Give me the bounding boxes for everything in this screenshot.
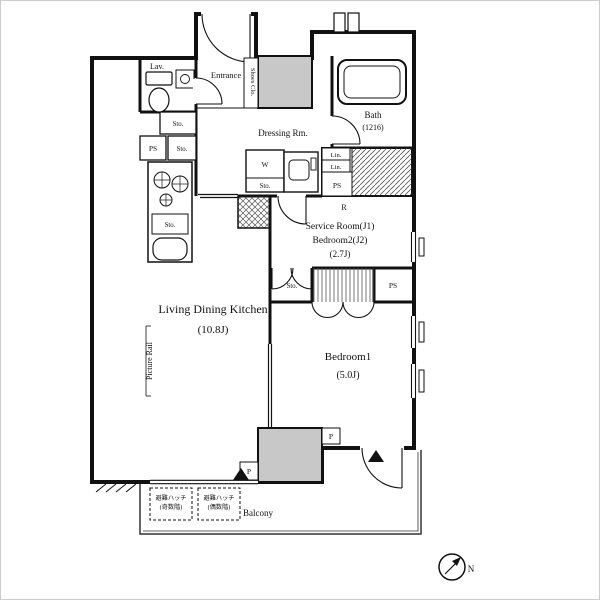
label-pipe-space: PS: [333, 181, 341, 190]
label-picture-rail: Picture Rail: [145, 341, 154, 380]
linen-block: [321, 147, 413, 197]
door-gaps: [150, 10, 418, 486]
bath-door: [331, 115, 361, 145]
label-linen: Lin.: [331, 152, 342, 159]
label-bedroom2-size: (2.7J): [330, 249, 351, 259]
label-shoes-closet: Shoes Clo.: [249, 68, 256, 97]
label-ldk: Living Dining Kitchen: [158, 302, 267, 316]
bath-tub: [337, 59, 407, 105]
label-bath-size: (1216): [362, 123, 384, 132]
label-storage: Sto.: [173, 121, 184, 128]
label-storage: Sto.: [165, 222, 176, 229]
vent-boxes: [333, 12, 360, 33]
label-ldk-size: (10.8J): [198, 324, 229, 336]
vanity: [283, 151, 319, 193]
label-bedroom1-size: (5.0J): [336, 370, 359, 381]
label-evac-hatch-2-floor: (偶数階): [208, 503, 231, 511]
evacuation-hatches: [149, 487, 241, 521]
label-lavatory: Lav.: [150, 62, 164, 71]
label-pipe-space: PS: [389, 281, 397, 290]
label-storage: Sto.: [287, 283, 298, 290]
label-bedroom1: Bedroom1: [325, 351, 371, 363]
label-storage: Sto.: [260, 183, 271, 190]
label-pipe: P: [247, 467, 251, 476]
label-balcony: Balcony: [243, 508, 273, 518]
compass-needle: [452, 557, 461, 566]
shoes-closet: [243, 57, 259, 109]
balcony-outline: [139, 450, 422, 535]
label-entrance: Entrance: [211, 70, 241, 80]
label-bath: Bath: [365, 110, 382, 120]
label-washer: W: [261, 160, 269, 169]
kitchen-counter: [147, 161, 193, 263]
balcony-door: [361, 447, 403, 489]
label-storage: Sto.: [177, 146, 188, 153]
label-pipe: P: [329, 432, 333, 441]
windows: [150, 232, 425, 485]
service-room-door: [277, 195, 307, 225]
bifold-doors: [311, 301, 344, 318]
closet-hatched-strip: [312, 268, 374, 302]
overhead-cabinet-hatched: [237, 195, 271, 229]
kitchen-sink: [152, 237, 188, 261]
sliding-doors: [198, 193, 273, 428]
linen-closet-hatched: [351, 147, 413, 197]
label-evac-hatch-1: 避難ハッチ: [156, 494, 187, 502]
storage-boxes: [139, 111, 197, 161]
shaft-bottom: [257, 427, 323, 483]
compass: [438, 553, 466, 581]
entrance-door: [201, 13, 251, 63]
label-evac-hatch-1-floor: (奇数階): [160, 503, 183, 511]
washing-machine: [245, 149, 285, 193]
label-refrigerator: R: [341, 203, 347, 212]
lavatory-door: [195, 77, 223, 105]
label-bedroom2: Bedroom2(J2): [313, 235, 368, 246]
stove-burners: [153, 171, 189, 207]
evac-hatch-2: [197, 487, 241, 521]
wall-hatch-ticks: [95, 483, 137, 493]
door-marker-triangle: [368, 450, 384, 462]
toilet: [145, 69, 195, 113]
label-compass-north: N: [468, 564, 475, 574]
shaft-top: [257, 55, 313, 109]
evac-hatch-1: [149, 487, 193, 521]
picture-rail-line: [145, 325, 151, 397]
label-service-room: Service Room(J1): [306, 221, 375, 232]
label-dressing-room: Dressing Rm.: [258, 128, 308, 138]
door-swings: [195, 13, 403, 489]
door-marker-triangle: [233, 468, 249, 480]
label-pipe-space: PS: [149, 144, 157, 153]
label-evac-hatch-2: 避難ハッチ: [204, 494, 235, 502]
label-linen: Lin.: [331, 164, 342, 171]
